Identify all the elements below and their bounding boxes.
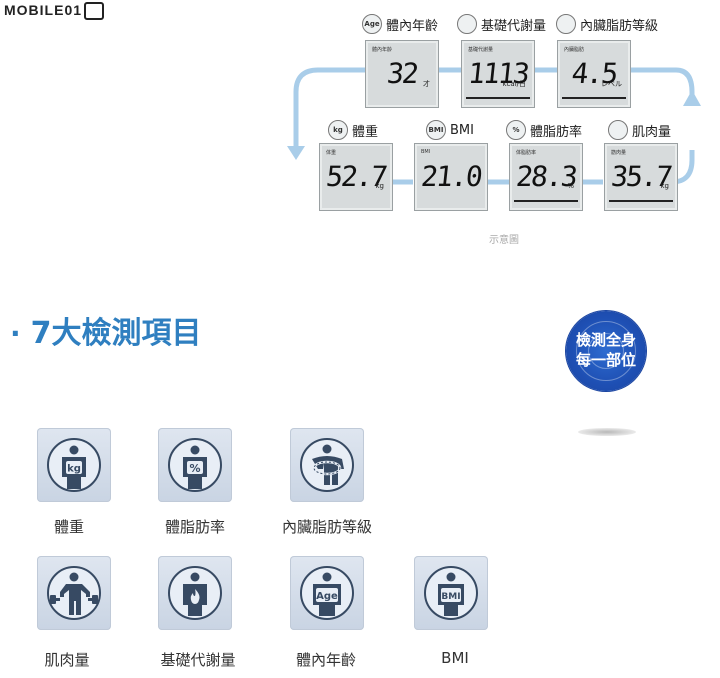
lcd-unit: kg [660, 182, 670, 190]
caption-weight: kg 體重 [328, 120, 378, 140]
lcd-title: 體內年齡 [372, 47, 393, 53]
tile-body-fat: % [158, 428, 232, 502]
lcd-unit: レベル [601, 80, 622, 88]
measurement-cycle-diagram: Age 體內年齡 基礎代謝量 內臟脂肪等級 體內年齡 32 才 基礎代謝量 11… [0, 0, 720, 250]
lcd-title: BMI [421, 149, 431, 155]
heading-bullet: · [10, 317, 21, 350]
whole-body-badge: 檢測全身 每一部位 [566, 311, 646, 391]
kg-icon: kg [328, 120, 348, 140]
age-icon: Age [300, 566, 354, 620]
lcd-visceral-fat: 內臟脂肪 4.5 レベル [557, 40, 631, 108]
lcd-bar [466, 97, 530, 99]
bmi-icon: BMI [426, 120, 446, 140]
caption-label: 基礎代謝量 [481, 18, 547, 34]
percent-icon: % [506, 120, 526, 140]
watermark-text: MOBILE01 [4, 2, 83, 18]
lcd-unit: kcal/日 [502, 80, 527, 88]
caption-label: 內臟脂肪等級 [580, 18, 659, 34]
lcd-bar [514, 200, 578, 202]
lcd-basal-metabolism: 基礎代謝量 1113 kcal/日 [461, 40, 535, 108]
watermark-mark [84, 2, 105, 21]
lcd-body-fat: 体脂肪率 28.3 % [509, 143, 583, 211]
metabolism-icon [168, 566, 222, 620]
caption-basal-metabolism: 基礎代謝量 [457, 14, 546, 34]
muscle-icon [47, 566, 101, 620]
tile-basal-metabolism [158, 556, 232, 630]
lcd-unit: kg [375, 182, 385, 190]
tile-label-weight: 體重 [53, 518, 84, 536]
lcd-title: 体重 [326, 150, 337, 156]
lcd-title: 基礎代謝量 [468, 47, 494, 53]
caption-bmi: BMI BMI [426, 120, 474, 140]
caption-label: BMI [450, 122, 474, 138]
cycle-arrows [287, 67, 701, 185]
tile-muscle [37, 556, 111, 630]
caption-label: 肌肉量 [632, 124, 672, 140]
lcd-bar [609, 200, 673, 202]
tile-label-muscle: 肌肉量 [44, 651, 90, 669]
lcd-weight: 体重 52.7 kg [319, 143, 393, 211]
lcd-muscle: 筋肉量 35.7 kg [604, 143, 678, 211]
lcd-body-age: 體內年齡 32 才 [365, 40, 439, 108]
bmi-icon: BMI [424, 566, 478, 620]
svg-text:BMI: BMI [441, 592, 460, 602]
metabolism-icon [457, 14, 477, 34]
lcd-value: 21.0 [419, 160, 483, 193]
lcd-bar [562, 97, 626, 99]
svg-text:Age: Age [316, 591, 338, 602]
caption-label: 體脂肪率 [530, 124, 583, 140]
lcd-title: 体脂肪率 [516, 150, 537, 156]
tile-label-visceral-fat: 內臟脂肪等級 [281, 518, 372, 536]
visceral-fat-icon [556, 14, 576, 34]
tile-label-body-fat: 體脂肪率 [164, 518, 225, 536]
kg-icon: kg [47, 438, 101, 492]
visceral-fat-icon [300, 438, 354, 492]
badge-line2: 每一部位 [575, 351, 636, 369]
muscle-icon [608, 120, 628, 140]
caption-visceral-fat: 內臟脂肪等級 [556, 14, 658, 34]
badge-line1: 檢測全身 [575, 331, 636, 349]
caption-muscle: 肌肉量 [608, 120, 671, 140]
tile-weight: kg [37, 428, 111, 502]
svg-text:%: % [189, 462, 200, 475]
caption-body-fat: % 體脂肪率 [506, 120, 582, 140]
svg-text:kg: kg [67, 464, 81, 475]
caption-label: 體內年齡 [386, 18, 439, 34]
lcd-title: 內臟脂肪 [564, 47, 585, 53]
age-icon: Age [362, 14, 382, 34]
heading-title: 7大檢測項目 [30, 316, 202, 351]
lcd-unit: 才 [423, 80, 430, 88]
lcd-title: 筋肉量 [611, 150, 627, 156]
watermark-logo: MOBILE01 [4, 2, 105, 21]
caption-label: 體重 [352, 124, 379, 140]
caption-body-age: Age 體內年齡 [362, 14, 438, 34]
tile-visceral-fat [290, 428, 364, 502]
tile-label-basal-metabolism: 基礎代謝量 [160, 651, 236, 669]
section-heading: · 7大檢測項目 [10, 308, 202, 352]
tile-label-body-age: 體內年齡 [295, 651, 356, 669]
lcd-unit: % [567, 182, 574, 190]
badge-shadow [578, 428, 636, 436]
tile-body-age: Age [290, 556, 364, 630]
tile-bmi: BMI [414, 556, 488, 630]
tile-label-bmi: BMI [441, 649, 469, 667]
diagram-note: 示意圖 [489, 235, 519, 246]
percent-icon: % [168, 438, 222, 492]
lcd-bmi: BMI 21.0 [414, 143, 488, 211]
